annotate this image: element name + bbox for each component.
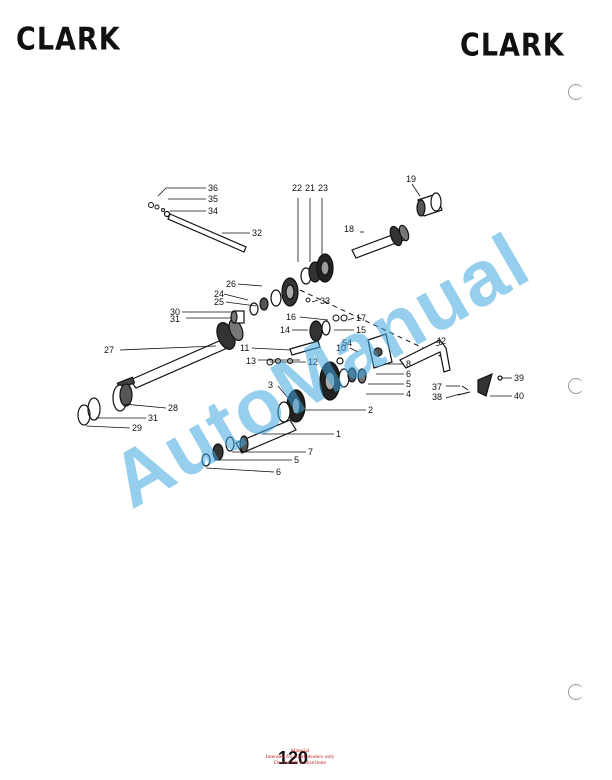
shaft-part-1 bbox=[235, 419, 297, 454]
callout-5: 5 bbox=[294, 455, 299, 465]
callout-22: 22 bbox=[292, 183, 302, 193]
callout-1: 1 bbox=[336, 429, 341, 439]
bearing-part-28 bbox=[112, 383, 133, 412]
washer-parts-31-32 bbox=[230, 310, 245, 324]
gear-parts-24-25-26 bbox=[249, 277, 299, 316]
callout-10: 10 bbox=[336, 343, 346, 353]
gear-parts-14-15 bbox=[309, 320, 331, 342]
callout-17: 17 bbox=[356, 313, 366, 323]
callout-26: 26 bbox=[226, 279, 236, 289]
gear-parts-21-22-23 bbox=[300, 253, 334, 285]
callout-16: 16 bbox=[286, 312, 296, 322]
punch-hole-mark bbox=[568, 684, 584, 700]
callout-27: 27 bbox=[104, 345, 114, 355]
callout-54: 54 bbox=[342, 338, 352, 348]
housing-part-8 bbox=[367, 333, 393, 369]
callout-23: 23 bbox=[318, 183, 328, 193]
legal-line-2: Intended for Clark dealers only bbox=[265, 754, 335, 760]
gear-parts-2-3 bbox=[277, 389, 306, 423]
washer-parts-35-36 bbox=[148, 202, 165, 212]
callout-24: 24 bbox=[214, 289, 224, 299]
callout-4: 4 bbox=[406, 389, 411, 399]
callout-15: 15 bbox=[356, 325, 366, 335]
callout-28: 28 bbox=[168, 403, 178, 413]
ring-parts-4-5-6-7 bbox=[201, 436, 235, 467]
callout-14: 14 bbox=[280, 325, 290, 335]
legal-line-3: Do not sell or distribute bbox=[273, 760, 327, 766]
pin-part-34 bbox=[305, 297, 311, 303]
callout-29: 29 bbox=[132, 423, 142, 433]
callout-36: 35 bbox=[208, 194, 218, 204]
callout-5-right: 5 bbox=[406, 379, 411, 389]
pin-parts-38-39 bbox=[457, 385, 471, 396]
callout-21: 21 bbox=[305, 183, 315, 193]
legal-line-1: Material bbox=[290, 748, 310, 754]
callout-25: 25 bbox=[214, 297, 224, 307]
callout-42: 42 bbox=[436, 336, 446, 346]
callout-32: 31 bbox=[170, 314, 180, 324]
callout-31: 30 bbox=[170, 307, 180, 317]
brand-logo-right: CLARK bbox=[460, 28, 565, 64]
punch-hole-mark bbox=[568, 378, 584, 394]
ring-parts-4-5-6-right bbox=[357, 368, 367, 384]
lever-part-42 bbox=[399, 339, 451, 373]
brand-logo-left: CLARK bbox=[16, 22, 121, 58]
callout-7: 7 bbox=[308, 447, 313, 457]
callout-38: 37 bbox=[432, 382, 442, 392]
callout-35: 34 bbox=[208, 206, 218, 216]
callout-3: 3 bbox=[268, 380, 273, 390]
shaft-part-27 bbox=[116, 318, 244, 390]
callout-40: 39 bbox=[514, 373, 524, 383]
sleeve-part-19 bbox=[416, 192, 443, 217]
callout-19: 19 bbox=[406, 174, 416, 184]
callout-13: 13 bbox=[246, 356, 256, 366]
callout-6: 6 bbox=[276, 467, 281, 477]
ring-parts-29-30 bbox=[77, 397, 101, 426]
callout-8: 8 bbox=[406, 359, 411, 369]
callout-12: 12 bbox=[308, 357, 318, 367]
callout-41: 40 bbox=[514, 391, 524, 401]
callout-30: 31 bbox=[148, 413, 158, 423]
page-number: 120 bbox=[278, 748, 309, 768]
shaft-part-33 bbox=[163, 210, 247, 253]
callout-34: 33 bbox=[320, 296, 330, 306]
callout-6-right: 6 bbox=[406, 369, 411, 379]
washer-parts-16-17 bbox=[332, 314, 348, 322]
callout-2: 2 bbox=[368, 405, 373, 415]
callout-11: 11 bbox=[240, 343, 249, 353]
punch-hole-mark bbox=[568, 84, 584, 100]
shaft-part-10 bbox=[289, 340, 321, 356]
callout-18: 18 bbox=[344, 224, 354, 234]
callout-39: 38 bbox=[432, 392, 442, 402]
legal-notice: Material Intended for Clark dealers only… bbox=[250, 748, 350, 766]
callout-33: 32 bbox=[252, 228, 262, 238]
centerline-dashed bbox=[299, 289, 441, 357]
shaft-part-18 bbox=[351, 224, 410, 259]
callout-37: 36 bbox=[208, 183, 218, 193]
handle-parts-40-41 bbox=[477, 372, 503, 397]
gear-part-9 bbox=[319, 357, 357, 401]
leader-lines bbox=[85, 183, 512, 473]
